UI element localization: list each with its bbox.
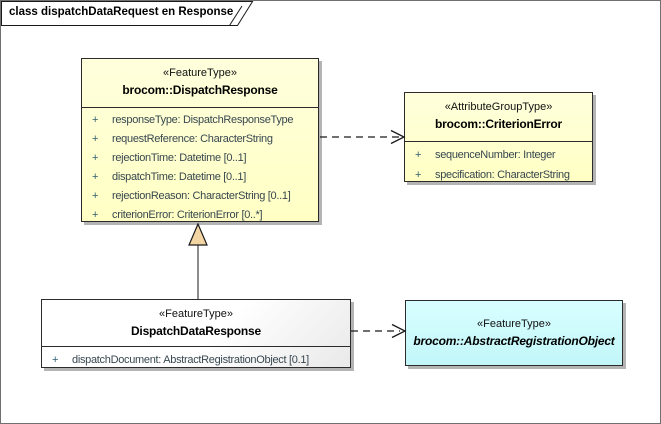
- stereotype-label: «FeatureType»: [159, 308, 233, 320]
- attribute-row[interactable]: + rejectionTime: Datetime [0..1]: [82, 149, 318, 168]
- class-header: «FeatureType» DispatchDataResponse: [42, 300, 350, 347]
- class-box-dispatch-data-response[interactable]: «FeatureType» DispatchDataResponse + disp…: [41, 299, 351, 368]
- frame-tab: [1, 1, 254, 26]
- attribute-compartment: + responseType: DispatchResponseType + req…: [82, 108, 318, 225]
- attribute-text: rejectionReason: CharacterString [0..1]: [112, 190, 291, 202]
- stereotype-label: «FeatureType»: [477, 317, 551, 330]
- class-name: brocom::DispatchResponse: [122, 83, 278, 97]
- attribute-row[interactable]: + sequenceNumber: Integer: [405, 145, 592, 165]
- attribute-text: responseType: DispatchResponseType: [112, 114, 294, 126]
- class-name: DispatchDataResponse: [130, 324, 262, 338]
- attribute-row[interactable]: + rejectionReason: CharacterString [0..1]: [82, 187, 318, 206]
- class-box-abstract-registration-object[interactable]: «FeatureType» brocom::AbstractRegistrati…: [405, 300, 623, 366]
- visibility-public-sign: +: [415, 149, 422, 161]
- visibility-public-sign: +: [92, 171, 99, 183]
- attribute-text: rejectionTime: Datetime [0..1]: [112, 152, 247, 164]
- visibility-public-sign: +: [52, 354, 59, 366]
- class-name: brocom::AbstractRegistrationObject: [413, 333, 615, 348]
- attribute-row[interactable]: + responseType: DispatchResponseType: [82, 111, 318, 130]
- generalization-arrow[interactable]: [188, 222, 208, 299]
- dependency-arrow-criterion-error[interactable]: [320, 129, 406, 145]
- class-header: «AttributeGroupType» brocom::CriterionEr…: [405, 93, 592, 142]
- stereotype-label: «AttributeGroupType»: [444, 101, 553, 113]
- visibility-public-sign: +: [92, 190, 99, 202]
- stereotype-label: «FeatureType»: [163, 67, 237, 79]
- attribute-row[interactable]: + requestReference: CharacterString: [82, 130, 318, 149]
- visibility-public-sign: +: [92, 114, 99, 126]
- class-header: «FeatureType» brocom::AbstractRegistrati…: [406, 301, 622, 365]
- attribute-text: dispatchTime: Datetime [0..1]: [112, 171, 246, 183]
- class-box-criterion-error[interactable]: «AttributeGroupType» brocom::CriterionEr…: [404, 92, 593, 182]
- attribute-compartment: + sequenceNumber: Integer + specification:…: [405, 142, 592, 185]
- attribute-text: specification: CharacterString: [435, 169, 570, 181]
- visibility-public-sign: +: [92, 152, 99, 164]
- class-box-dispatch-response[interactable]: «FeatureType» brocom::DispatchResponse +…: [81, 58, 319, 222]
- visibility-public-sign: +: [92, 133, 99, 145]
- attribute-text: sequenceNumber: Integer: [435, 149, 556, 161]
- attribute-compartment: + dispatchDocument: AbstractRegistrationO…: [42, 347, 350, 371]
- attribute-row[interactable]: + specification: CharacterString: [405, 165, 592, 185]
- attribute-text: dispatchDocument: AbstractRegistrationOb…: [72, 354, 309, 366]
- attribute-text: criterionError: CriterionError [0..*]: [112, 209, 263, 221]
- attribute-text: requestReference: CharacterString: [112, 133, 273, 145]
- attribute-row[interactable]: + dispatchTime: Datetime [0..1]: [82, 168, 318, 187]
- dependency-arrow-abstract-registration-object[interactable]: [351, 323, 407, 339]
- class-header: «FeatureType» brocom::DispatchResponse: [82, 59, 318, 108]
- attribute-row[interactable]: + criterionError: CriterionError [0..*]: [82, 206, 318, 225]
- visibility-public-sign: +: [415, 169, 422, 181]
- class-name: brocom::CriterionError: [435, 117, 562, 131]
- visibility-public-sign: +: [92, 209, 99, 221]
- attribute-row[interactable]: + dispatchDocument: AbstractRegistrationO…: [42, 350, 350, 371]
- diagram-title: class dispatchDataRequest en Response: [9, 6, 234, 18]
